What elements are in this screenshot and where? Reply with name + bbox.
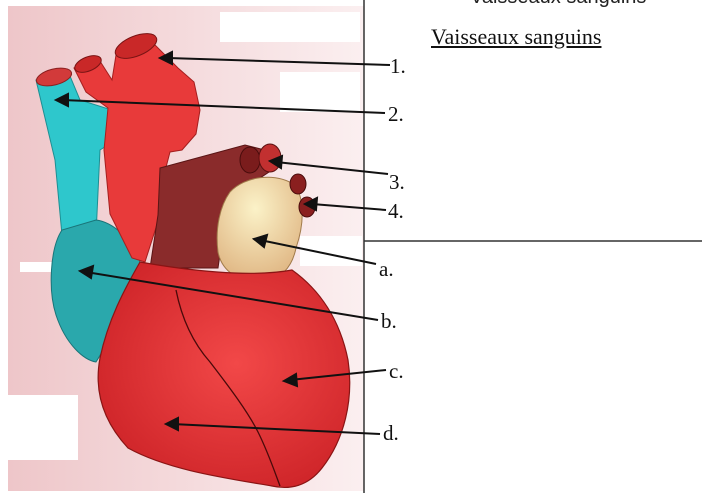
pulmonary-vessel-opening [240, 147, 260, 173]
label-c: c. [389, 361, 404, 382]
label-4: 4. [388, 201, 404, 222]
label-1: 1. [390, 56, 406, 77]
white-patch [280, 72, 360, 112]
cropped-header-text: Vaisseaux sanguins [470, 0, 646, 9]
white-patch [220, 12, 360, 42]
label-2: 2. [388, 104, 404, 125]
pulmonary-vein-opening [290, 174, 306, 194]
table-title: Vaisseaux sanguins [431, 24, 601, 50]
label-b: b. [381, 311, 397, 332]
label-3: 3. [389, 172, 405, 193]
white-patch [8, 395, 78, 460]
label-a: a. [379, 259, 394, 280]
label-d: d. [383, 423, 399, 444]
